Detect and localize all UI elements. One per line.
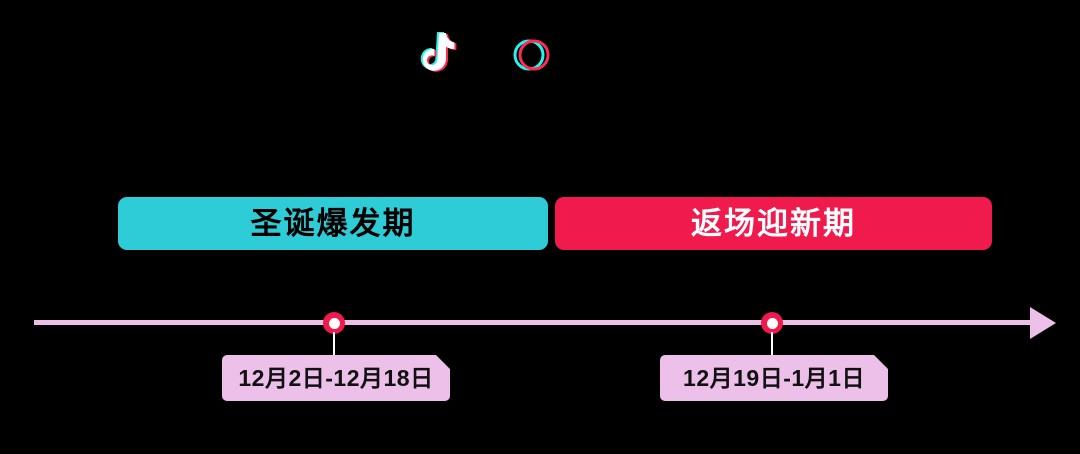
tiktok-ring-icon [508,34,556,76]
date-range-chip-1-text: 12月2日-12月18日 [238,364,434,391]
timeline-marker-1-stem [333,332,335,370]
timeline-marker-1-core [328,317,340,329]
timeline-marker-2-ring [761,312,783,334]
date-range-chip-1: 12月2日-12月18日 [222,355,450,401]
timeline-marker-2-stem [771,332,773,370]
timeline-marker-2 [761,312,783,370]
timeline-arrow-icon [1030,307,1056,339]
date-range-chip-2: 12月19日-1月1日 [660,355,888,401]
date-range-chip-2-text: 12月19日-1月1日 [683,364,865,391]
timeline-marker-1-ring [323,312,345,334]
timeline-marker-2-core [766,317,778,329]
timeline-axis-line [34,320,1046,325]
timeline-marker-1 [323,312,345,370]
phase-bar-newyear: 返场迎新期 [555,197,992,250]
tiktok-music-note-icon [408,24,464,80]
phase-bar-newyear-label: 返场迎新期 [691,206,856,241]
phase-bar-christmas-label: 圣诞爆发期 [250,206,416,241]
phase-bar-christmas: 圣诞爆发期 [118,197,548,250]
